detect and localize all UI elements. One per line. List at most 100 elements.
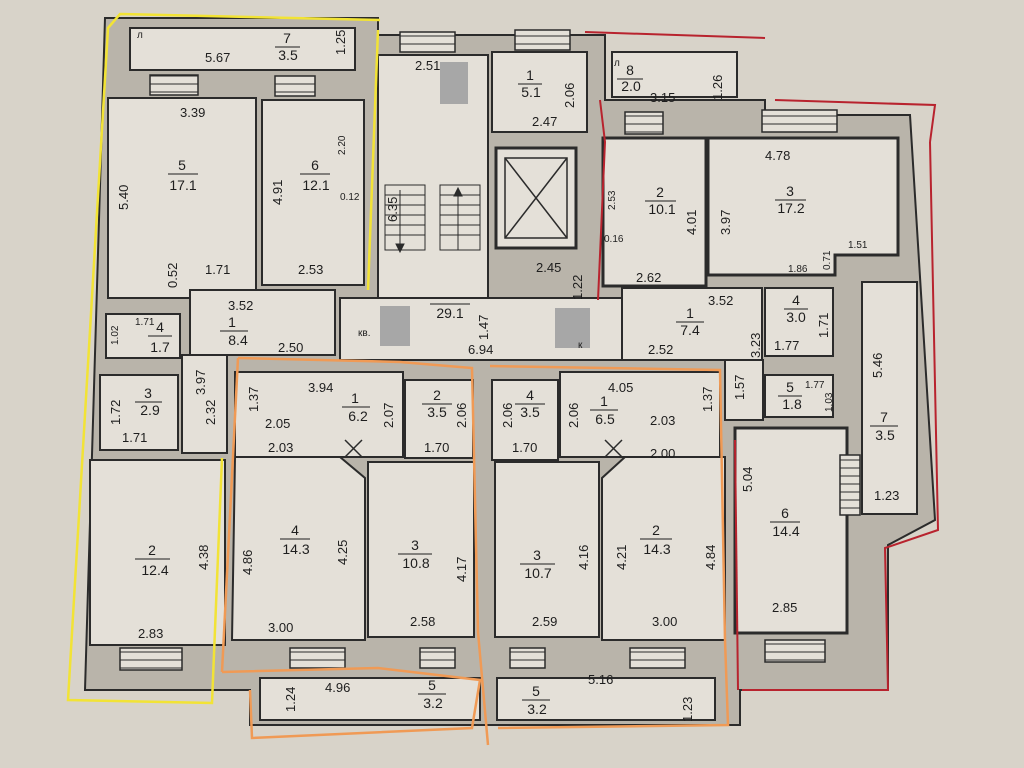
- dim-r-126: 1.26: [710, 75, 725, 100]
- label-L3-number: 3: [144, 385, 152, 401]
- window-CL3: [419, 647, 456, 669]
- outline-center-left: [237, 356, 490, 746]
- room-R4-wc: [764, 287, 834, 357]
- dim-c-137b: 1.37: [700, 387, 715, 412]
- window-R3: [761, 109, 838, 133]
- window-L5: [149, 74, 199, 96]
- room-R1-corridor: [724, 359, 764, 421]
- room-R2: [601, 136, 708, 288]
- dim-r-252: 2.52: [648, 342, 673, 357]
- label-CR4-area: 3.5: [520, 404, 540, 420]
- label-CR2-number: 2: [652, 522, 660, 538]
- dim-c-258: 2.58: [410, 614, 435, 629]
- room-L5: [107, 97, 257, 299]
- room-L1-corridor: [181, 354, 228, 454]
- label-CL1-number: 1: [351, 390, 359, 406]
- dim-l-052: 0.52: [165, 263, 180, 288]
- label-L1-area: 8.4: [228, 332, 248, 348]
- center-right-unit: [491, 371, 726, 721]
- room-R6: [733, 426, 849, 635]
- room-CL3: [367, 461, 475, 638]
- label-R5-area: 1.8: [782, 396, 802, 412]
- dim-c-137a: 1.37: [246, 387, 261, 412]
- dim-l-438: 4.38: [196, 545, 211, 570]
- room-CL5-balcony: [259, 677, 481, 721]
- window-stair-1: [399, 31, 456, 53]
- label-core-room-area: 5.1: [521, 84, 541, 100]
- room-CL4: [230, 456, 366, 641]
- label-L5-area: 17.1: [169, 177, 196, 193]
- stair-hall: [377, 54, 489, 301]
- outline-right-unit: [584, 31, 766, 39]
- label-R6-number: 6: [781, 505, 789, 521]
- label-R1-area: 7.4: [680, 322, 700, 338]
- dim-r-285: 2.85: [772, 600, 797, 615]
- label-R4-area: 3.0: [786, 309, 806, 325]
- dim-c-170a: 1.70: [424, 440, 449, 455]
- dim-c-486: 4.86: [240, 550, 255, 575]
- redaction-left-door: [380, 306, 410, 346]
- label-R2-area: 10.1: [648, 201, 675, 217]
- dim-c-203b: 2.03: [650, 413, 675, 428]
- dim-c-405: 4.05: [608, 380, 633, 395]
- label-L4-area: 1.7: [150, 339, 170, 355]
- marker-balcony-right: л: [614, 58, 620, 69]
- dim-l-012: 0.12: [340, 192, 360, 203]
- label-CL2-area: 3.5: [427, 404, 447, 420]
- window-CL4: [289, 647, 346, 669]
- label-CR1-area: 6.5: [595, 411, 615, 427]
- dim-r-171: 1.71: [816, 313, 831, 338]
- label-R7-area: 3.5: [875, 427, 895, 443]
- dim-c-207: 2.07: [381, 403, 396, 428]
- stair-core: [339, 29, 623, 361]
- room-labels: 7 3.5 5 17.1 6 12.1 1 8.4 4 1.7 3 2.9 2 …: [135, 30, 898, 717]
- room-R3: [706, 136, 900, 277]
- dim-c-206a: 2.06: [454, 403, 469, 428]
- dim-hall-width: 6.94: [468, 342, 493, 357]
- label-L7-area: 3.5: [278, 47, 298, 63]
- dim-lift: 2.45: [536, 260, 561, 275]
- label-CL3-number: 3: [411, 537, 419, 553]
- dim-c-516: 5.16: [588, 672, 613, 687]
- dim-r-262: 2.62: [636, 270, 661, 285]
- dim-stair-side: 6.35: [385, 197, 400, 222]
- label-L2-number: 2: [148, 542, 156, 558]
- dim-c-417: 4.17: [454, 557, 469, 582]
- dim-l-339: 3.39: [180, 105, 205, 120]
- dim-r-315: 3.15: [650, 90, 675, 105]
- dim-r-103: 1.03: [824, 392, 835, 412]
- room-CR5-balcony: [496, 677, 716, 721]
- right-unit: [601, 51, 918, 663]
- window-R2: [624, 111, 664, 135]
- label-kv-left: кв.: [358, 328, 370, 339]
- dim-c-421: 4.21: [614, 545, 629, 570]
- label-R7-number: 7: [880, 409, 888, 425]
- lift-cross-b: [504, 157, 568, 239]
- room-CR1-hall: [559, 371, 721, 458]
- dim-stair-top: 2.51: [415, 58, 440, 73]
- dim-r-504: 5.04: [740, 467, 755, 492]
- redaction-stair: [440, 62, 468, 104]
- outline-right-unit-5: [734, 439, 739, 691]
- room-R8-balcony: [611, 51, 738, 98]
- dim-l-253: 2.53: [298, 262, 323, 277]
- label-CL3-area: 10.8: [402, 555, 429, 571]
- dim-r-352: 3.52: [708, 293, 733, 308]
- label-R4-number: 4: [792, 292, 800, 308]
- room-L7-balcony: [129, 27, 356, 71]
- label-L7-number: 7: [283, 30, 291, 46]
- label-L1-number: 1: [228, 314, 236, 330]
- dim-r-253: 2.53: [607, 190, 618, 210]
- dim-l-172: 1.72: [108, 400, 123, 425]
- label-R8-number: 8: [626, 62, 634, 78]
- dim-r-397: 3.97: [718, 210, 733, 235]
- label-R2-number: 2: [656, 184, 664, 200]
- dim-l-397: 3.97: [193, 370, 208, 395]
- room-CR2: [601, 456, 726, 641]
- room-L2: [89, 459, 226, 646]
- dim-r-071: 0.71: [822, 250, 833, 270]
- dim-c-300b: 3.00: [652, 614, 677, 629]
- label-stair-area: 29.1: [436, 305, 463, 321]
- window-L6: [274, 75, 316, 97]
